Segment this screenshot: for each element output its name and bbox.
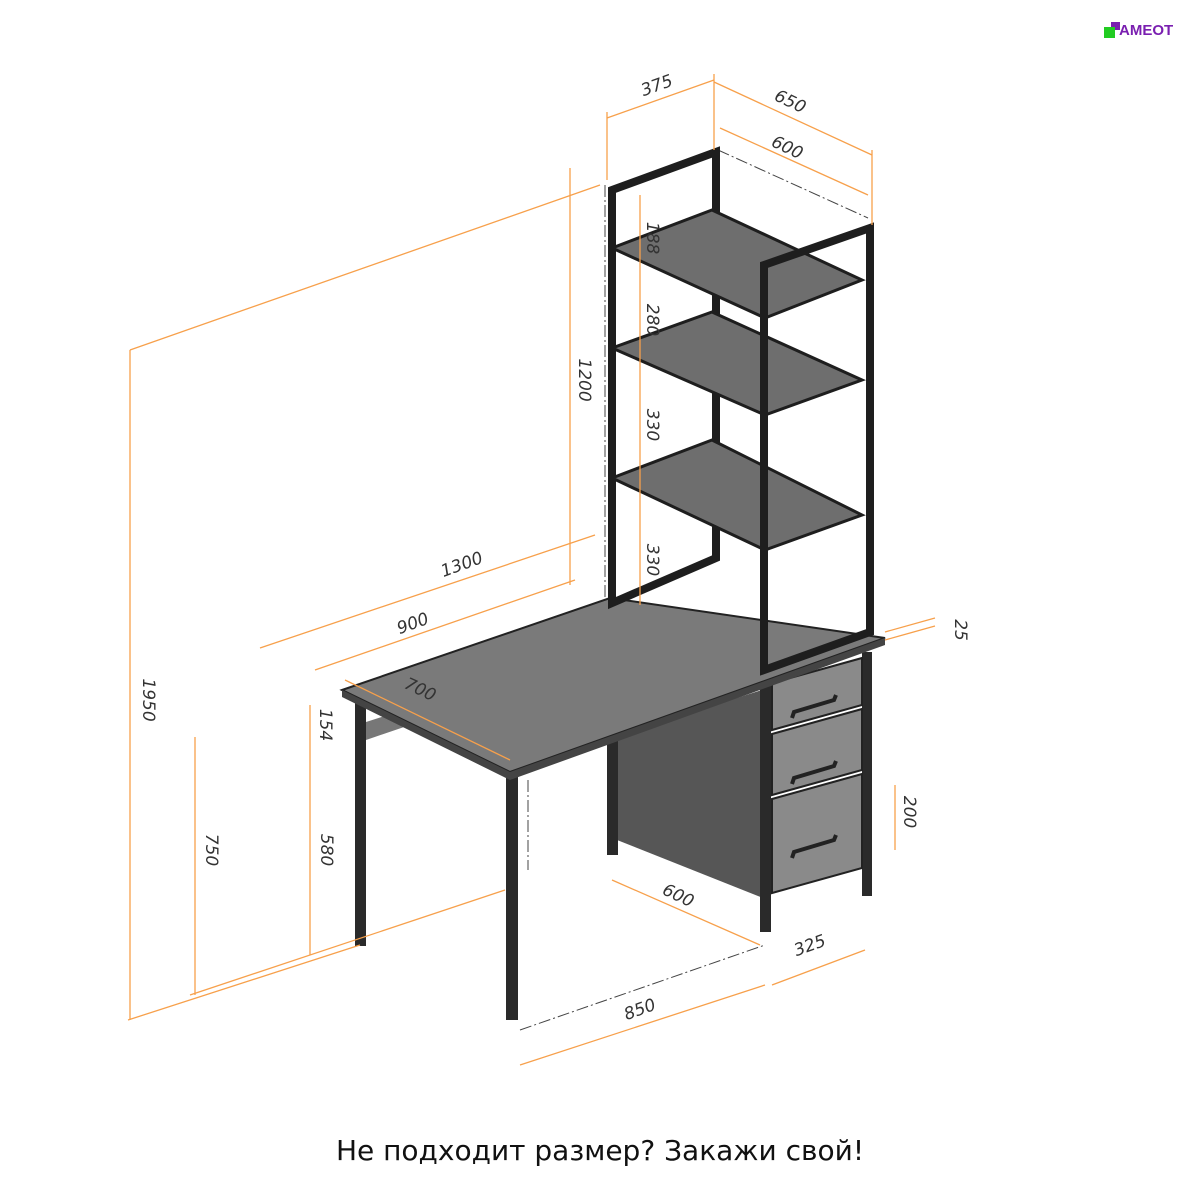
dim-label-rack-width-outer: 650 [771,86,809,118]
dim-label-shelf-gap: 330 [642,409,662,441]
rack-left-frame [608,146,720,610]
center-line [519,944,766,1031]
drawers [771,656,863,895]
desk-leg [607,740,618,855]
dimension-lines [127,74,936,1066]
rack-right-frame [760,222,874,676]
dim-label-drawer-height: 200 [899,796,919,828]
desk-leg [506,775,518,1020]
cabinet-leg [862,652,872,896]
logo-green-square [1104,27,1115,38]
dim-label-rack-height: 1200 [574,358,594,401]
logo-purple-square [1111,22,1120,30]
dim-label-leg-span: 850 [621,995,658,1025]
shelf [608,438,866,552]
drawer [771,707,863,797]
dim-label-rack-width-inner: 600 [768,132,806,164]
logo-text: AMEOT [1119,22,1174,39]
dim-label-desk-length: 1300 [438,548,485,582]
dim-label-shelf-gap: 188 [642,222,662,255]
dim-label-shelf-gap: 280 [642,304,662,336]
shelf [608,208,866,320]
dim-label-desk-open-length: 900 [394,609,431,639]
brand-logo: AMEOT [1103,20,1183,44]
dim-label-cabinet-width: 325 [791,931,828,961]
dim-label-cabinet-depth: 600 [659,880,697,912]
cabinet-leg [760,680,771,932]
dim-label-desk-height: 750 [201,834,221,866]
drawer-handle [790,760,838,785]
shelf [607,310,866,417]
center-line [717,149,869,219]
drawer-handle [790,834,838,859]
cabinet-side-panel [612,688,768,900]
caption: Не подходит размер? Закажи свой! [335,1134,865,1167]
drawer-handle [790,694,838,719]
dim-label-top-thickness: 25 [950,619,970,641]
dim-label-leg-clearance: 580 [316,834,336,866]
desk-leg [355,700,366,946]
dim-label-rack-depth: 375 [638,71,675,101]
dim-label-frame-height: 154 [315,709,335,741]
dim-label-total-height: 1950 [138,678,158,721]
drawer [771,772,863,895]
dim-label-shelf-gap: 330 [642,544,662,576]
